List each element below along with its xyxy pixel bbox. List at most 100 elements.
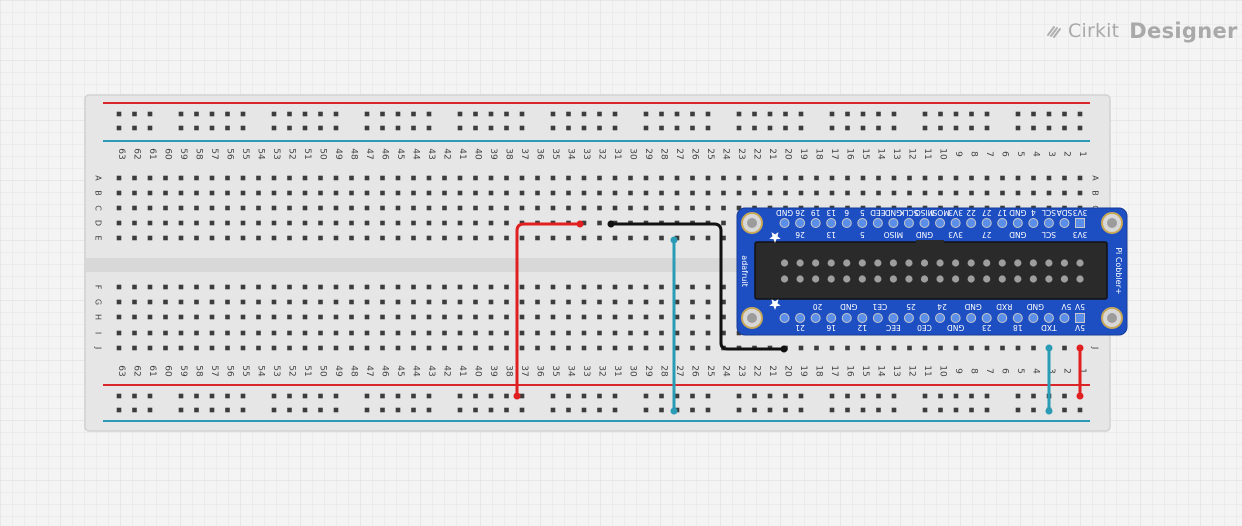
terminal-hole (597, 284, 602, 290)
terminal-hole (333, 235, 339, 241)
rail-hole (302, 407, 308, 413)
column-number-top: 61 (147, 148, 157, 159)
column-number-top: 47 (364, 148, 374, 159)
rail-hole (225, 111, 230, 117)
terminal-hole (705, 284, 711, 290)
rail-hole (860, 407, 866, 413)
column-number-top: 1 (1077, 151, 1087, 157)
rail-hole (364, 125, 370, 131)
terminal-hole (163, 220, 168, 226)
terminal-hole (659, 314, 664, 320)
pin-label-bottom-upper: 5V (1074, 302, 1085, 311)
terminal-hole (116, 235, 122, 241)
rail-hole (1046, 125, 1052, 131)
terminal-hole (938, 175, 943, 181)
column-number-top: 46 (380, 148, 390, 160)
terminal-hole (690, 299, 695, 305)
rail-hole (1062, 125, 1067, 131)
rail-hole (767, 407, 773, 413)
terminal-hole (612, 284, 618, 290)
terminal-hole (860, 175, 866, 181)
row-letter-left: C (94, 205, 103, 211)
rail-hole (287, 111, 292, 117)
terminal-hole (116, 314, 122, 320)
terminal-hole (411, 299, 416, 305)
terminal-hole (132, 284, 137, 290)
connector-pin (998, 275, 1006, 283)
rail-hole (1077, 407, 1083, 413)
terminal-hole (1077, 175, 1083, 181)
terminal-hole (814, 345, 819, 351)
pin-label-top-upper: 4 (1031, 208, 1036, 217)
column-number-top: 16 (845, 148, 855, 160)
terminal-hole (240, 220, 246, 226)
terminal-hole (504, 190, 509, 196)
terminal-hole (318, 284, 323, 290)
column-number-bottom: 35 (550, 365, 560, 376)
terminal-hole (364, 284, 370, 290)
column-number-top: 4 (1031, 151, 1041, 157)
terminal-hole (969, 345, 974, 351)
terminal-hole (395, 299, 401, 305)
terminal-hole (225, 345, 230, 351)
rail-hole (736, 393, 742, 399)
rail-hole (969, 407, 974, 413)
column-number-bottom: 23 (736, 365, 746, 376)
wire-endpoint (513, 392, 521, 400)
column-number-bottom: 43 (426, 365, 436, 376)
column-number-top: 54 (256, 148, 266, 160)
terminal-hole (597, 220, 602, 226)
rail-hole (984, 125, 990, 131)
terminal-hole (163, 330, 168, 336)
terminal-hole (132, 175, 137, 181)
terminal-hole (581, 299, 587, 305)
terminal-hole (147, 175, 153, 181)
terminal-hole (240, 299, 246, 305)
rail-hole (287, 125, 292, 131)
terminal-hole (178, 205, 184, 211)
terminal-hole (845, 345, 850, 351)
terminal-hole (752, 190, 757, 196)
terminal-hole (1015, 345, 1021, 351)
rail-hole (395, 393, 401, 399)
terminal-hole (380, 299, 385, 305)
terminal-hole (473, 314, 478, 320)
column-number-bottom: 60 (163, 365, 173, 377)
column-number-top: 5 (1015, 151, 1025, 157)
column-number-top: 35 (550, 148, 560, 159)
column-number-bottom: 9 (953, 368, 963, 374)
terminal-hole (302, 314, 308, 320)
column-number-bottom: 34 (566, 365, 576, 377)
rail-hole (798, 111, 804, 117)
rail-hole (395, 125, 401, 131)
column-number-top: 29 (643, 148, 653, 160)
terminal-hole (442, 299, 447, 305)
header-pin (795, 218, 806, 228)
terminal-hole (364, 175, 370, 181)
rail-hole (1031, 407, 1036, 413)
terminal-hole (178, 220, 184, 226)
rail-hole (132, 393, 137, 399)
terminal-hole (442, 190, 447, 196)
rail-hole (519, 407, 525, 413)
rail-hole (426, 125, 432, 131)
terminal-hole (163, 190, 168, 196)
rail-hole (1062, 393, 1067, 399)
rail-hole (674, 125, 680, 131)
rail-hole (1015, 393, 1021, 399)
connector-pin (905, 259, 913, 267)
terminal-hole (705, 235, 711, 241)
rail-hole (566, 407, 571, 413)
terminal-hole (597, 235, 602, 241)
terminal-hole (488, 299, 494, 305)
terminal-hole (411, 235, 416, 241)
rail-hole (411, 407, 416, 413)
terminal-hole (504, 284, 509, 290)
column-number-top: 19 (798, 148, 808, 160)
terminal-hole (333, 284, 339, 290)
terminal-hole (395, 284, 401, 290)
terminal-hole (504, 205, 509, 211)
wire-endpoint (670, 407, 678, 415)
terminal-hole (178, 284, 184, 290)
pin-label-top-upper: 22 (966, 208, 976, 217)
